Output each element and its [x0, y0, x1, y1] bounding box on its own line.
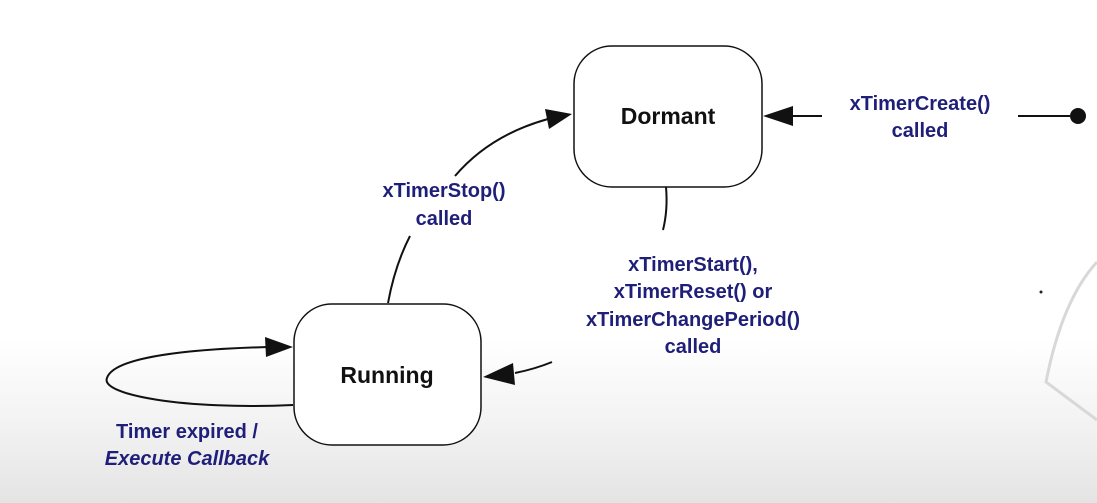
stop-curve-upper: [454, 118, 549, 177]
start-curve-lower: [514, 361, 553, 374]
create-arrowhead: [763, 106, 793, 126]
expired-arrowhead: [265, 337, 293, 357]
transition-create: xTimerCreate() called: [763, 93, 1086, 142]
initial-state-dot: [1070, 108, 1086, 124]
expired-label-line1: Timer expired /: [116, 421, 258, 443]
start-label-line2: xTimerReset() or: [614, 281, 773, 303]
background-curve: [1044, 260, 1097, 422]
start-label-line4: called: [665, 336, 722, 358]
stop-label-line2: called: [416, 208, 473, 230]
stop-arrowhead: [545, 109, 572, 129]
start-arrowhead: [483, 363, 515, 385]
start-curve-upper: [662, 186, 668, 231]
transition-start: xTimerStart(), xTimerReset() or xTimerCh…: [483, 186, 800, 385]
stray-dot: [1039, 290, 1043, 294]
state-running-box: [293, 303, 482, 446]
create-label-line2: called: [892, 120, 949, 142]
create-label-line1: xTimerCreate(): [850, 93, 991, 115]
state-dormant-box: [573, 45, 763, 188]
state-dormant: Dormant: [573, 45, 763, 188]
expired-label-line2: Execute Callback: [105, 448, 270, 470]
start-label-line3: xTimerChangePeriod(): [586, 309, 800, 331]
stop-curve-lower: [387, 235, 411, 304]
state-dormant-label: Dormant: [621, 103, 716, 129]
transition-expired: Timer expired / Execute Callback: [105, 337, 294, 470]
expired-loop: [105, 346, 294, 407]
state-running-label: Running: [340, 362, 433, 388]
start-label-line1: xTimerStart(),: [628, 254, 758, 276]
stop-label-line1: xTimerStop(): [383, 180, 506, 202]
transition-stop: xTimerStop() called: [383, 109, 572, 304]
state-running: Running: [293, 303, 482, 446]
